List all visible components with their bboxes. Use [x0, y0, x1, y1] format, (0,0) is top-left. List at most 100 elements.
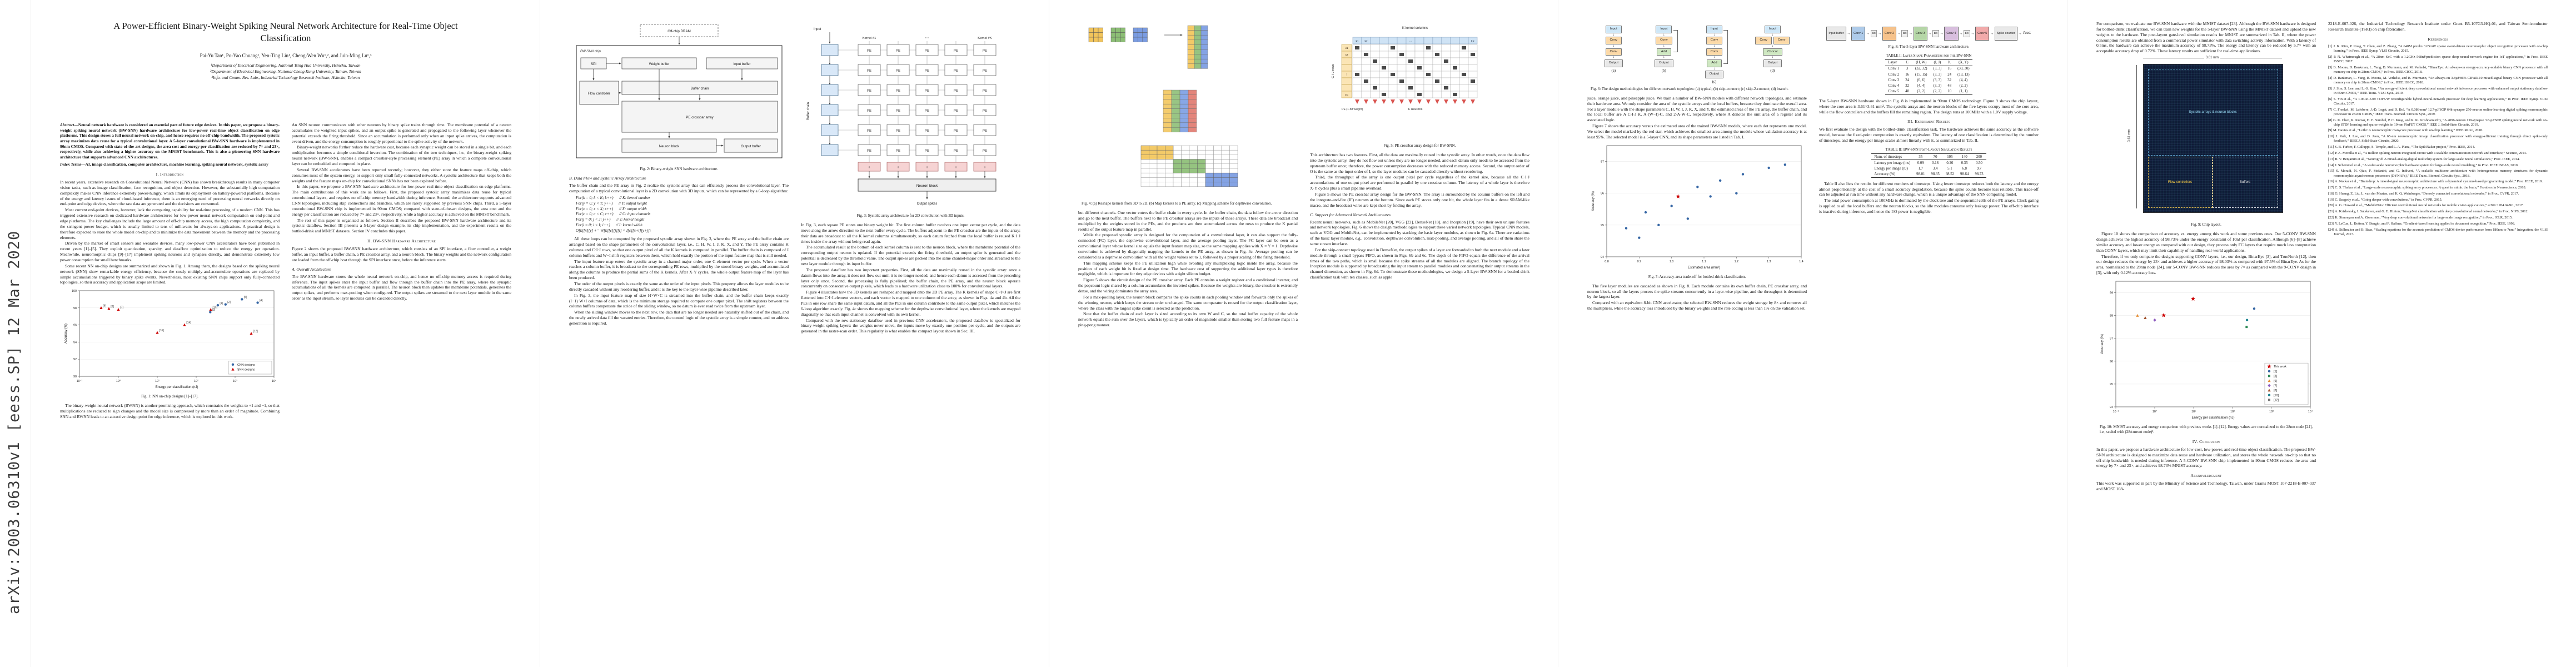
- kernel-cell: [1088, 32, 1094, 38]
- section-heading-acknowledgment: Acknowledgment: [2190, 473, 2222, 479]
- pe-col-cell: [1171, 108, 1180, 114]
- buffer-chain-label: Buffer chain: [690, 87, 709, 91]
- pe-cell: [1406, 44, 1415, 52]
- reference-item: [4] D. Bankman, L. Yang, B. Moons, M. Ve…: [2328, 76, 2548, 84]
- topology-row: Input: [1706, 26, 1722, 33]
- dw-cell: [1221, 145, 1230, 151]
- pe-cell: [1468, 44, 1477, 52]
- paragraph: In recent years, extensive research on C…: [60, 180, 280, 207]
- fig2-block-diagram: Off-chip DRAM BW-SNN chip SPI Weight buf…: [576, 24, 782, 158]
- pe-cell: [1423, 51, 1433, 58]
- paragraph: For a max-pooling layer, the neuron bloc…: [1078, 294, 1298, 311]
- dw-diag-cell: [1173, 163, 1182, 169]
- pe-col-cell: [1179, 118, 1188, 123]
- pseudocode-line: For(c = 0; c < C; c++) // C: input chann…: [576, 212, 651, 217]
- if-neuron-icon: [1452, 99, 1457, 104]
- paragraph: Figure 5 shows the circuit design of the…: [1078, 277, 1298, 293]
- y-tick-label: 92: [73, 359, 77, 362]
- dw-cell: [1173, 155, 1182, 160]
- matrix-cell: [1194, 49, 1201, 54]
- affiliation-2: ²Department of Electrical Engineering, N…: [210, 68, 361, 74]
- kernel-cell: [1142, 32, 1148, 38]
- reference-item: [3] B. Moons, D. Bankman, L. Yang, B. Mu…: [2328, 65, 2548, 74]
- dw-cell: [1180, 145, 1189, 151]
- x-tick-label: 1.2: [1734, 260, 1738, 263]
- col-header-cell: [1397, 37, 1406, 44]
- row-header-cell: [1341, 84, 1352, 92]
- pe-cell: [1414, 57, 1424, 65]
- page5-left-column: For comparison, we evaluate our BW-SNN h…: [2096, 21, 2316, 648]
- pe-cell: [1370, 71, 1379, 78]
- kernel-cell: [1115, 37, 1120, 42]
- matrix-cell: [1200, 34, 1208, 41]
- buffer-chain-block: BC: [1964, 29, 1970, 38]
- pe-cell: [1406, 91, 1415, 98]
- pe-cell: [944, 84, 967, 96]
- col-header-cell: [1370, 37, 1379, 44]
- if-neuron-icon: [1417, 99, 1422, 104]
- dw-diag-cell: [1157, 155, 1165, 160]
- matrix-cell: [1194, 39, 1201, 45]
- index-terms-label: Index Terms—: [60, 162, 86, 167]
- pe-cell-label: PE: [953, 109, 958, 113]
- kernel-cell: [1098, 27, 1103, 33]
- dw-cell: [1197, 155, 1205, 160]
- pe-cell: [1397, 71, 1406, 78]
- table-cell: (30, 30): [1957, 67, 1970, 71]
- dw-diag-cell: [1180, 168, 1189, 173]
- dw-cell: [1148, 163, 1157, 169]
- x-tick-label: 10⁻¹: [2112, 410, 2119, 414]
- data-point: [1718, 179, 1721, 182]
- topology-block: Add: [1656, 48, 1672, 56]
- paragraph: Figure 4 illustrates how the 3D kernels …: [801, 290, 1020, 317]
- pe-cell-label: PE: [953, 150, 958, 153]
- pe-cell: [1406, 64, 1415, 72]
- dots-label: ⋯: [925, 36, 929, 40]
- section-heading-references: References: [2428, 36, 2448, 42]
- paragraph: The buffer chain and the PE array in Fig…: [569, 182, 789, 193]
- buffer-chain-block: BC: [1932, 29, 1939, 38]
- dw-diag-cell: [1229, 182, 1238, 187]
- conv-layer-block: Conv 1: [1851, 27, 1866, 41]
- pe-cell: [1468, 57, 1477, 65]
- pe-cell: [1406, 77, 1415, 85]
- table-cell: 98.52: [1945, 172, 1955, 177]
- pe-cell-label: PE: [866, 130, 871, 133]
- row-header-label: x1: [1345, 47, 1348, 50]
- dw-cell: [1205, 145, 1214, 151]
- pe-cell: [1388, 84, 1397, 92]
- table-cell: 32: [1947, 78, 1952, 82]
- pe-weight-mark: [1354, 73, 1359, 76]
- pe-cell: [915, 84, 938, 96]
- data-point: [208, 311, 212, 314]
- data-point: [2135, 313, 2139, 317]
- reference-item: [21] A. Krizhevsky, I. Sutskever, and G.…: [2328, 210, 2529, 214]
- pe-col-cell: [1179, 113, 1188, 118]
- output-label: Output spikes: [916, 202, 937, 206]
- matrix-cell: [1200, 54, 1208, 59]
- topology-block: Input: [1764, 26, 1781, 33]
- dw-diag-cell: [1189, 163, 1198, 169]
- topology-block: Output: [1604, 59, 1623, 67]
- dw-diag-cell: [1173, 159, 1182, 165]
- pe-cell-label: PE: [866, 49, 871, 53]
- table-header-cell: C: [1906, 61, 1909, 65]
- pseudocode-line: For(y = 0; y < Y; y++) // Y: output heig…: [576, 201, 647, 206]
- down-arrow-icon: ↓: [1713, 55, 1716, 59]
- kernel-cell: [1110, 27, 1116, 33]
- dw-diag-cell: [1229, 177, 1238, 182]
- paragraph: All these loops can be computed by the p…: [569, 236, 789, 258]
- table-header-cell: 105: [1947, 155, 1953, 159]
- topology-block: Conv: [1656, 37, 1672, 44]
- fig7-caption: Fig. 7: Accuracy-area trade-off for bott…: [1648, 274, 1746, 279]
- y-tick-label: 90: [73, 375, 77, 379]
- matrix-cell: [1200, 39, 1208, 45]
- point-label: [6]: [103, 305, 106, 308]
- reference-item: [24] A. Stillmaker and B. Baas, “Scaling…: [2328, 227, 2548, 236]
- table1-caption: TABLE I: Layer Shape Parameters for the …: [1886, 53, 1972, 58]
- point-label: [2]: [227, 301, 231, 305]
